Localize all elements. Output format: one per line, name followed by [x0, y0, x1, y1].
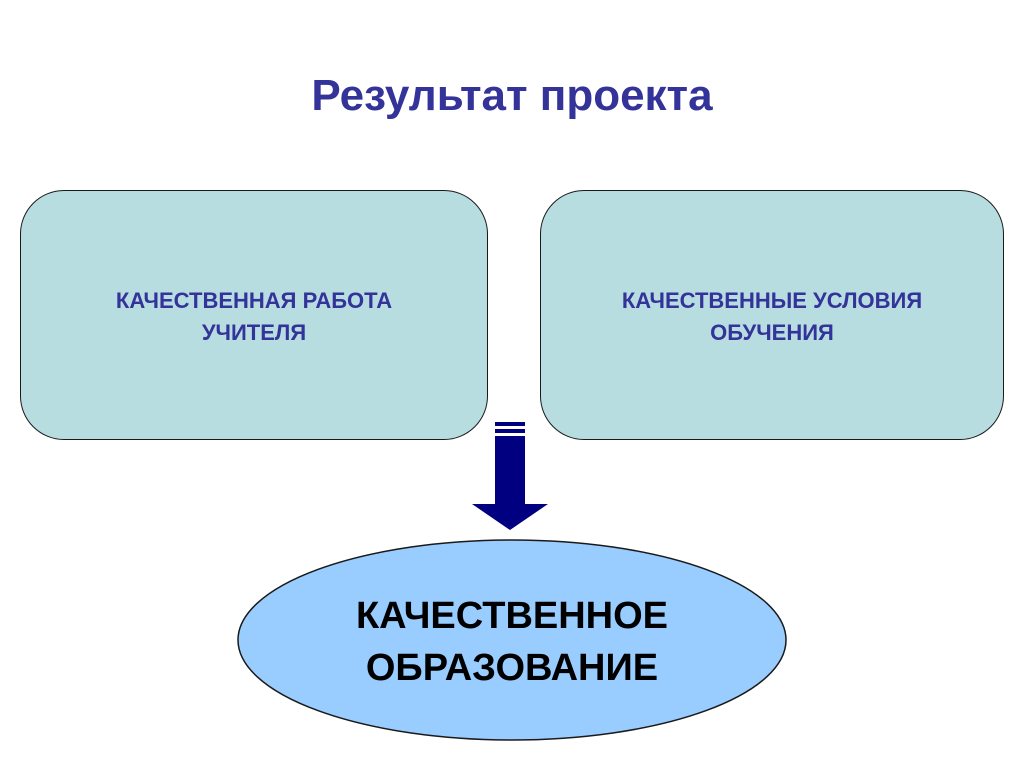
teacher-work-box: КАЧЕСТВЕННАЯ РАБОТА УЧИТЕЛЯ	[20, 190, 488, 440]
learning-conditions-label: КАЧЕСТВЕННЫЕ УСЛОВИЯ ОБУЧЕНИЯ	[621, 288, 923, 345]
result-ellipse	[237, 539, 787, 741]
teacher-work-label: КАЧЕСТВЕННАЯ РАБОТА УЧИТЕЛЯ	[115, 288, 393, 345]
result-label: КАЧЕСТВЕННОЕ ОБРАЗОВАНИЕ	[355, 595, 669, 689]
learning-conditions-box: КАЧЕСТВЕННЫЕ УСЛОВИЯ ОБУЧЕНИЯ	[540, 190, 1004, 440]
slide-title: Результат проекта	[311, 71, 713, 120]
down-arrow-icon	[472, 422, 548, 530]
